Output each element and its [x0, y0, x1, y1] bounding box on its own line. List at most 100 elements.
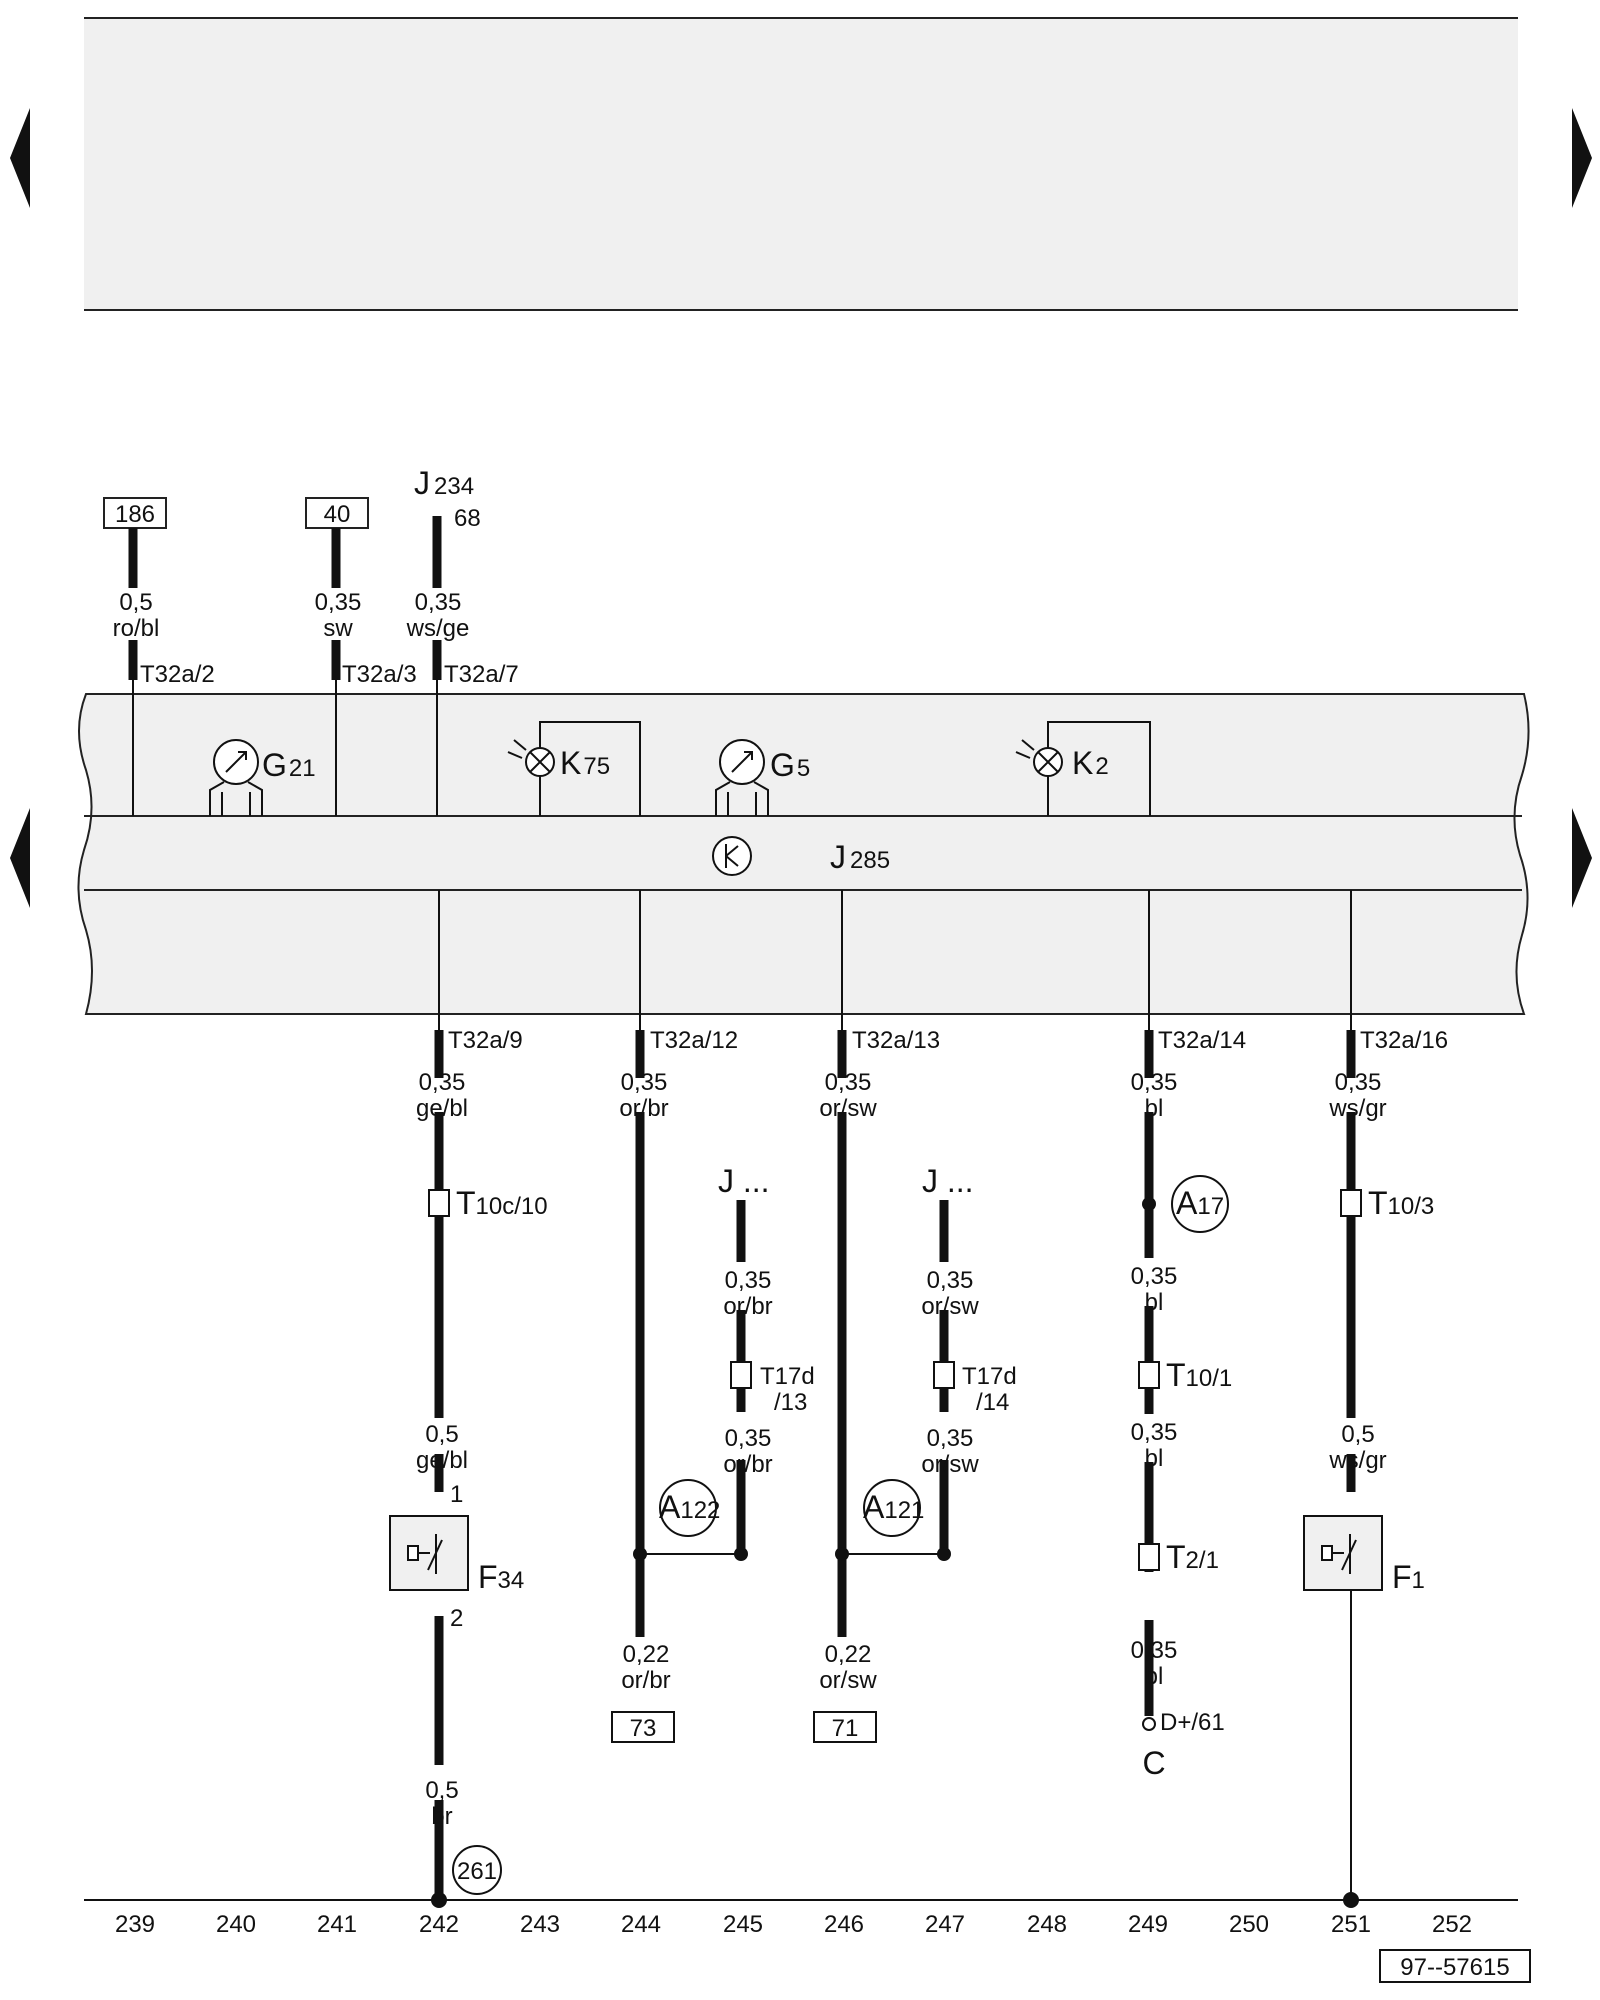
track-number: 240: [216, 1911, 256, 1938]
connector-t17d: T17d: [962, 1363, 1017, 1390]
wire-size: 0,35: [1131, 1069, 1178, 1096]
component-f1: F1: [1392, 1559, 1425, 1595]
connector-t17d: T17d: [760, 1363, 815, 1390]
splice-icon: [659, 1479, 717, 1537]
ground-point-261: 261: [457, 1858, 497, 1885]
connector-icon: [730, 1361, 752, 1389]
component-k75: K75: [560, 745, 610, 781]
wire-color: or/sw: [819, 1095, 877, 1122]
wire-color: or/sw: [921, 1451, 979, 1478]
transistor-j285-icon: [712, 836, 752, 876]
track-number: 250: [1229, 1911, 1269, 1938]
next-section-arrow-icon[interactable]: [1572, 808, 1592, 908]
track-number: 242: [419, 1911, 459, 1938]
wire-color: ws/gr: [1328, 1095, 1386, 1122]
track-number: 251: [1331, 1911, 1371, 1938]
connector-label-186: 186: [115, 501, 155, 528]
pin-label: T32a/2: [140, 661, 215, 688]
wire-color: or/sw: [921, 1293, 979, 1320]
pin-label: 1: [450, 1481, 463, 1508]
pin-label: 2: [450, 1605, 463, 1632]
connector-icon: [1340, 1189, 1362, 1217]
wire-size: 0,22: [623, 1641, 670, 1668]
next-page-arrow-icon[interactable]: [1572, 108, 1592, 208]
component-c: C: [1142, 1745, 1165, 1781]
component-g5: G5: [770, 747, 810, 783]
wire-color: bl: [1145, 1663, 1164, 1690]
lamp-k75-icon: [507, 721, 641, 816]
component-k2: K2: [1072, 745, 1109, 781]
splice-a17: A17: [1176, 1185, 1224, 1221]
switch-f34-icon: [407, 1534, 443, 1574]
wire-size: 0,35: [315, 589, 362, 616]
wire-size: 0,5: [425, 1777, 458, 1804]
pin-j234-68: 68: [454, 505, 481, 532]
wire-color: ge/bl: [416, 1447, 468, 1474]
wire-color: ge/bl: [416, 1095, 468, 1122]
track-number: 246: [824, 1911, 864, 1938]
wire-size: 0,35: [415, 589, 462, 616]
track-number: 252: [1432, 1911, 1472, 1938]
wire-color: bl: [1145, 1095, 1164, 1122]
wire-color: bl: [1145, 1445, 1164, 1472]
wire-size: 0,35: [927, 1425, 974, 1452]
wire-color: or/sw: [819, 1667, 877, 1694]
connector-icon: [1138, 1543, 1160, 1571]
figure-id-box: [1379, 1949, 1531, 1983]
connector-label-71: 71: [832, 1715, 859, 1742]
connector-box-73: [611, 1711, 675, 1743]
splice-icon: [863, 1479, 921, 1537]
instrument-cluster-panel: [77, 693, 1530, 1015]
connector-icon: [428, 1189, 450, 1217]
wire-size: 0,35: [621, 1069, 668, 1096]
wire-color: ws/ge: [406, 615, 470, 642]
prev-page-arrow-icon[interactable]: [10, 108, 30, 208]
connector-label-40: 40: [324, 501, 351, 528]
wire-color: ws/gr: [1328, 1447, 1386, 1474]
splice-a121: A121: [863, 1489, 924, 1525]
wire-size: 0,35: [419, 1069, 466, 1096]
connector-t10-1: T10/1: [1166, 1357, 1232, 1393]
terminal-d-61: D+/61: [1160, 1709, 1225, 1736]
track-number: 244: [621, 1911, 661, 1938]
gauge-g21-icon: [209, 739, 263, 816]
component-j-ellipsis: J ...: [922, 1163, 974, 1199]
wire-size: 0,35: [1131, 1637, 1178, 1664]
wire-color: br: [431, 1803, 452, 1830]
pin-label: T32a/12: [650, 1027, 738, 1054]
track-number: 245: [723, 1911, 763, 1938]
connector-t2-1: T2/1: [1166, 1539, 1219, 1575]
wire-color: sw: [323, 615, 353, 642]
connector-box-186: [103, 497, 167, 529]
track-number: 239: [115, 1911, 155, 1938]
track-number: 249: [1128, 1911, 1168, 1938]
prev-section-arrow-icon[interactable]: [10, 808, 30, 908]
track-number: 248: [1027, 1911, 1067, 1938]
splice-icon: [1171, 1175, 1229, 1233]
track-number: 241: [317, 1911, 357, 1938]
wire-size: 0,35: [1131, 1419, 1178, 1446]
splice-a122: A122: [659, 1489, 720, 1525]
connector-label-73: 73: [630, 1715, 657, 1742]
track-numbers: 239 240 241 242 243 244 245 246 247 248 …: [115, 1911, 1472, 1938]
wire-color: ro/bl: [113, 615, 160, 642]
figure-id: 97--57615: [1400, 1954, 1509, 1981]
pin-label: T32a/7: [444, 661, 519, 688]
pin-label: T32a/9: [448, 1027, 523, 1054]
connector-t10-3: T10/3: [1368, 1185, 1434, 1221]
wire-color: or/br: [723, 1293, 772, 1320]
component-g21: G21: [262, 747, 316, 783]
wire-size: 0,35: [825, 1069, 872, 1096]
connector-box-71: [813, 1711, 877, 1743]
connector-icon: [1138, 1361, 1160, 1389]
component-j-ellipsis: J ...: [718, 1163, 770, 1199]
wire-size: 0,5: [425, 1421, 458, 1448]
wire-color: or/br: [723, 1451, 772, 1478]
track-number: 247: [925, 1911, 965, 1938]
wire-size: 0,35: [725, 1267, 772, 1294]
wire-color: or/br: [621, 1667, 670, 1694]
pin-label: T32a/13: [852, 1027, 940, 1054]
lamp-k2-icon: [1015, 721, 1151, 816]
